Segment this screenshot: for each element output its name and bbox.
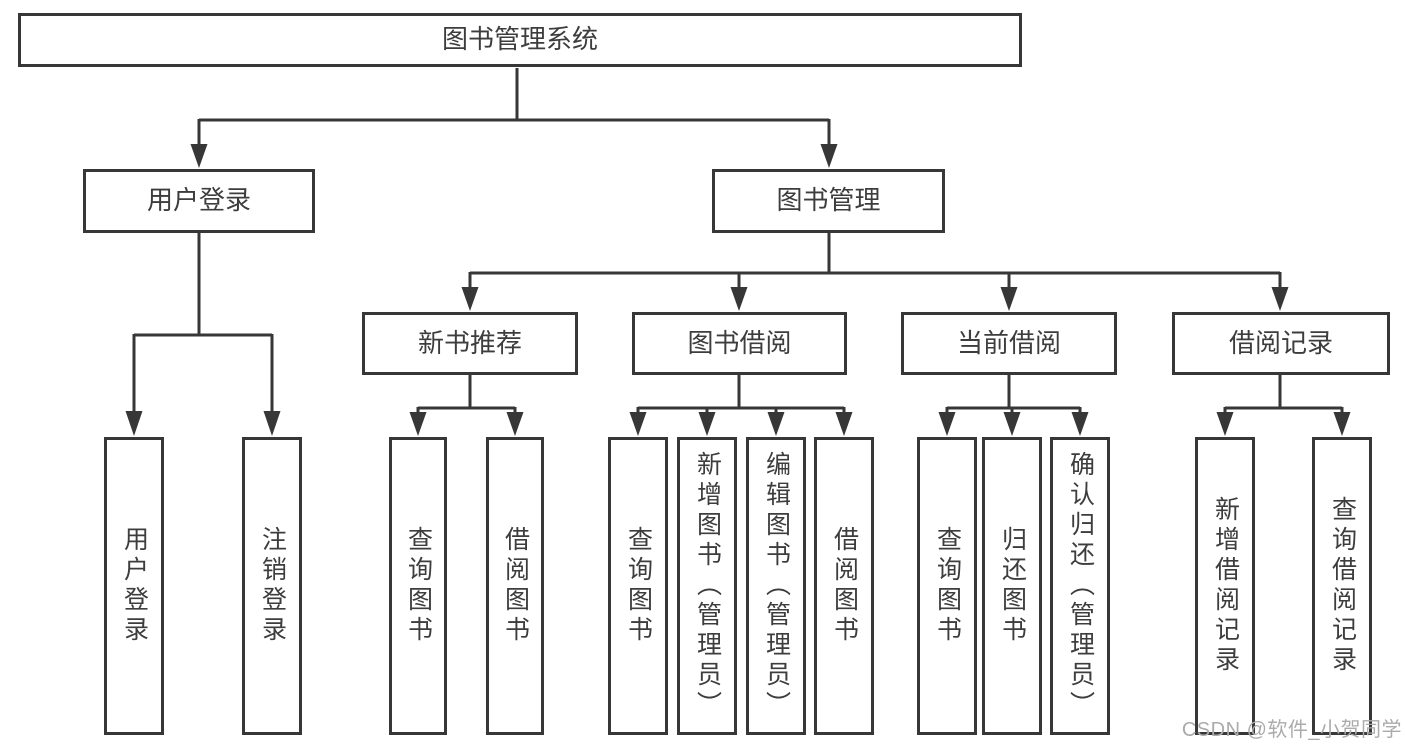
branch-root-to-level2: [190, 68, 838, 168]
node-borrow-records: 借阅记录: [1172, 312, 1390, 375]
branch-records-to-children: [1216, 375, 1351, 436]
branch-borrow-to-children: [629, 375, 853, 436]
node-leaf-logout: 注销登录: [242, 437, 302, 735]
node-leaf-add-books-admin: 新增图书（管理员）: [677, 437, 737, 735]
node-leaf-user-login: 用户登录: [104, 437, 164, 735]
branch-bookmgmt-to-level3: [461, 233, 1289, 311]
node-book-borrow: 图书借阅: [632, 312, 847, 375]
node-leaf-add-borrow-record: 新增借阅记录: [1195, 437, 1255, 735]
branch-login-to-children: [125, 233, 281, 436]
node-root-system: 图书管理系统: [18, 13, 1022, 67]
node-leaf-edit-books-admin: 编辑图书（管理员）: [746, 437, 806, 735]
node-leaf-query-books-3: 查询图书: [917, 437, 977, 735]
node-leaf-borrow-books-1: 借阅图书: [486, 437, 544, 735]
node-leaf-return-books: 归还图书: [982, 437, 1042, 735]
node-leaf-confirm-return-admin: 确认归还（管理员）: [1050, 437, 1110, 735]
node-current-borrow: 当前借阅: [901, 312, 1117, 375]
branch-current-to-children: [938, 375, 1089, 436]
node-leaf-query-borrow-record: 查询借阅记录: [1312, 437, 1372, 735]
node-new-book-recommend: 新书推荐: [362, 312, 578, 375]
node-leaf-query-books-2: 查询图书: [608, 437, 668, 735]
node-leaf-borrow-books-2: 借阅图书: [814, 437, 874, 735]
node-user-login: 用户登录: [83, 169, 315, 233]
node-leaf-query-books-1: 查询图书: [389, 437, 447, 735]
node-book-management: 图书管理: [712, 169, 945, 233]
branch-newbooks-to-children: [409, 375, 524, 436]
